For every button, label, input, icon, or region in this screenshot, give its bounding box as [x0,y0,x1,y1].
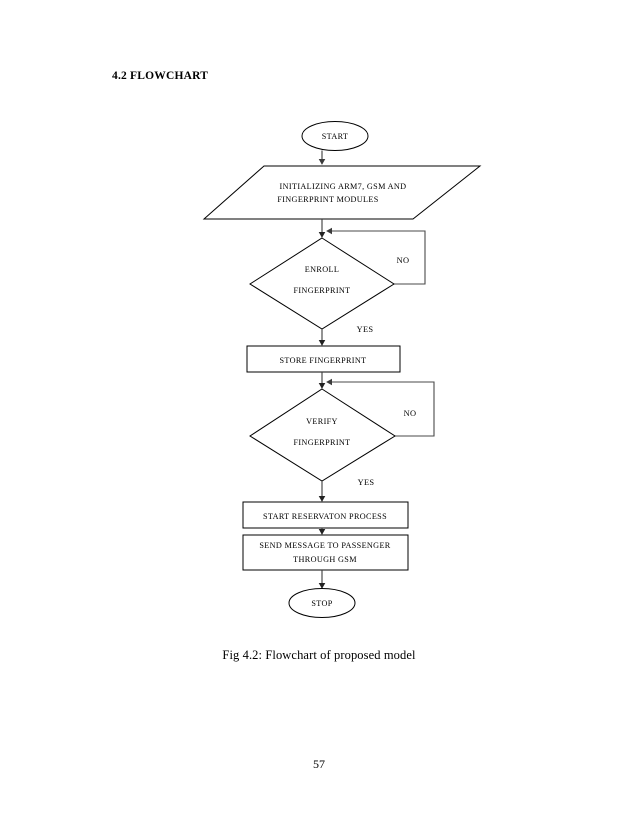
node-stop-label: STOP [311,599,332,608]
node-send-message: SEND MESSAGE TO PASSENGER THROUGH GSM [242,534,409,571]
edge-enroll-no-loop: NO [326,227,426,285]
edge-label-enroll-no: NO [397,256,410,265]
edge-verify-no-loop: NO [326,378,435,437]
edge-label-enroll-yes: YES [357,325,374,334]
node-store-label: STORE FINGERPRINT [279,356,366,365]
node-store: STORE FINGERPRINT [246,345,401,373]
node-reservation-label: START RESERVATON PROCESS [263,512,387,521]
figure-caption: Fig 4.2: Flowchart of proposed model [222,648,416,662]
node-verify: VERIFY FINGERPRINT [249,388,396,482]
node-initializing-label-line2: FINGERPRINT MODULES [277,195,378,204]
node-send-message-label-line1: SEND MESSAGE TO PASSENGER [259,541,390,550]
edge-enroll-to-store: YES [318,325,374,346]
node-verify-label-line1: VERIFY [306,417,338,426]
node-reservation: START RESERVATON PROCESS [242,501,409,529]
edge-label-verify-no: NO [404,409,417,418]
node-enroll: ENROLL FINGERPRINT [249,237,395,330]
page-number: 57 [313,757,325,771]
node-stop: STOP [288,588,356,618]
node-start-label: START [322,132,349,141]
node-enroll-label-line2: FINGERPRINT [293,286,350,295]
node-verify-label-line2: FINGERPRINT [293,438,350,447]
section-heading: 4.2 FLOWCHART [112,70,209,82]
node-send-message-label-line2: THROUGH GSM [293,555,357,564]
edge-verify-to-reserve: YES [318,478,375,502]
edge-label-verify-yes: YES [358,478,375,487]
node-initializing-label-line1: INITIALIZING ARM7, GSM AND [280,182,407,191]
node-initializing: INITIALIZING ARM7, GSM AND FINGERPRINT M… [202,165,482,220]
node-enroll-label-line1: ENROLL [305,265,339,274]
node-start: START [301,121,369,151]
